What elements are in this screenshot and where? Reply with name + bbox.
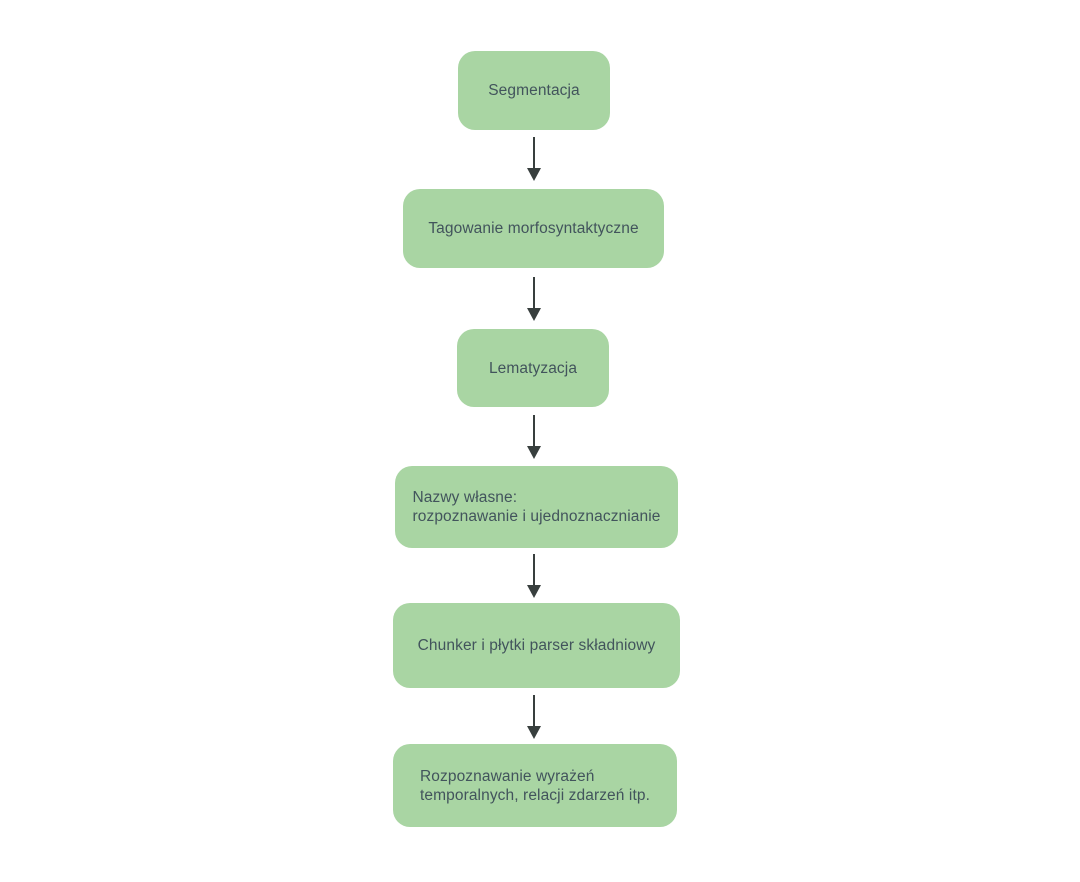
step-label: Rozpoznawanie wyrażeń temporalnych, rela… xyxy=(420,767,650,805)
step-label-line: Nazwy własne: xyxy=(412,489,518,506)
arrow-down-icon xyxy=(527,277,541,321)
flow-step-segmentacja: Segmentacja xyxy=(458,51,610,130)
step-label-line: temporalnych, relacji zdarzeń itp. xyxy=(420,786,650,804)
step-label-line: rozpoznawanie i ujednoznacznianie xyxy=(412,508,661,525)
step-label: Lematyzacja xyxy=(488,359,578,377)
arrow-down-icon xyxy=(527,415,541,459)
step-label: Nazwy własne: rozpoznawanie i ujednoznac… xyxy=(412,488,660,526)
step-label-line: Rozpoznawanie wyrażeń xyxy=(420,767,595,785)
step-label: Chunker i płytki parser składniowy xyxy=(417,637,656,654)
flow-step-chunker-parser: Chunker i płytki parser składniowy xyxy=(393,603,680,688)
flow-step-lematyzacja: Lematyzacja xyxy=(457,329,609,407)
flow-step-tagowanie-morfosyntaktyczne: Tagowanie morfosyntaktyczne xyxy=(403,189,664,268)
arrow-down-icon xyxy=(527,554,541,598)
arrow-down-icon xyxy=(527,695,541,739)
arrow-down-icon xyxy=(527,137,541,181)
flow-step-nazwy-wlasne: Nazwy własne: rozpoznawanie i ujednoznac… xyxy=(395,466,678,548)
flow-step-wyrazenia-temporalne: Rozpoznawanie wyrażeń temporalnych, rela… xyxy=(393,744,677,827)
step-label: Segmentacja xyxy=(488,82,580,99)
step-label: Tagowanie morfosyntaktyczne xyxy=(428,220,639,237)
